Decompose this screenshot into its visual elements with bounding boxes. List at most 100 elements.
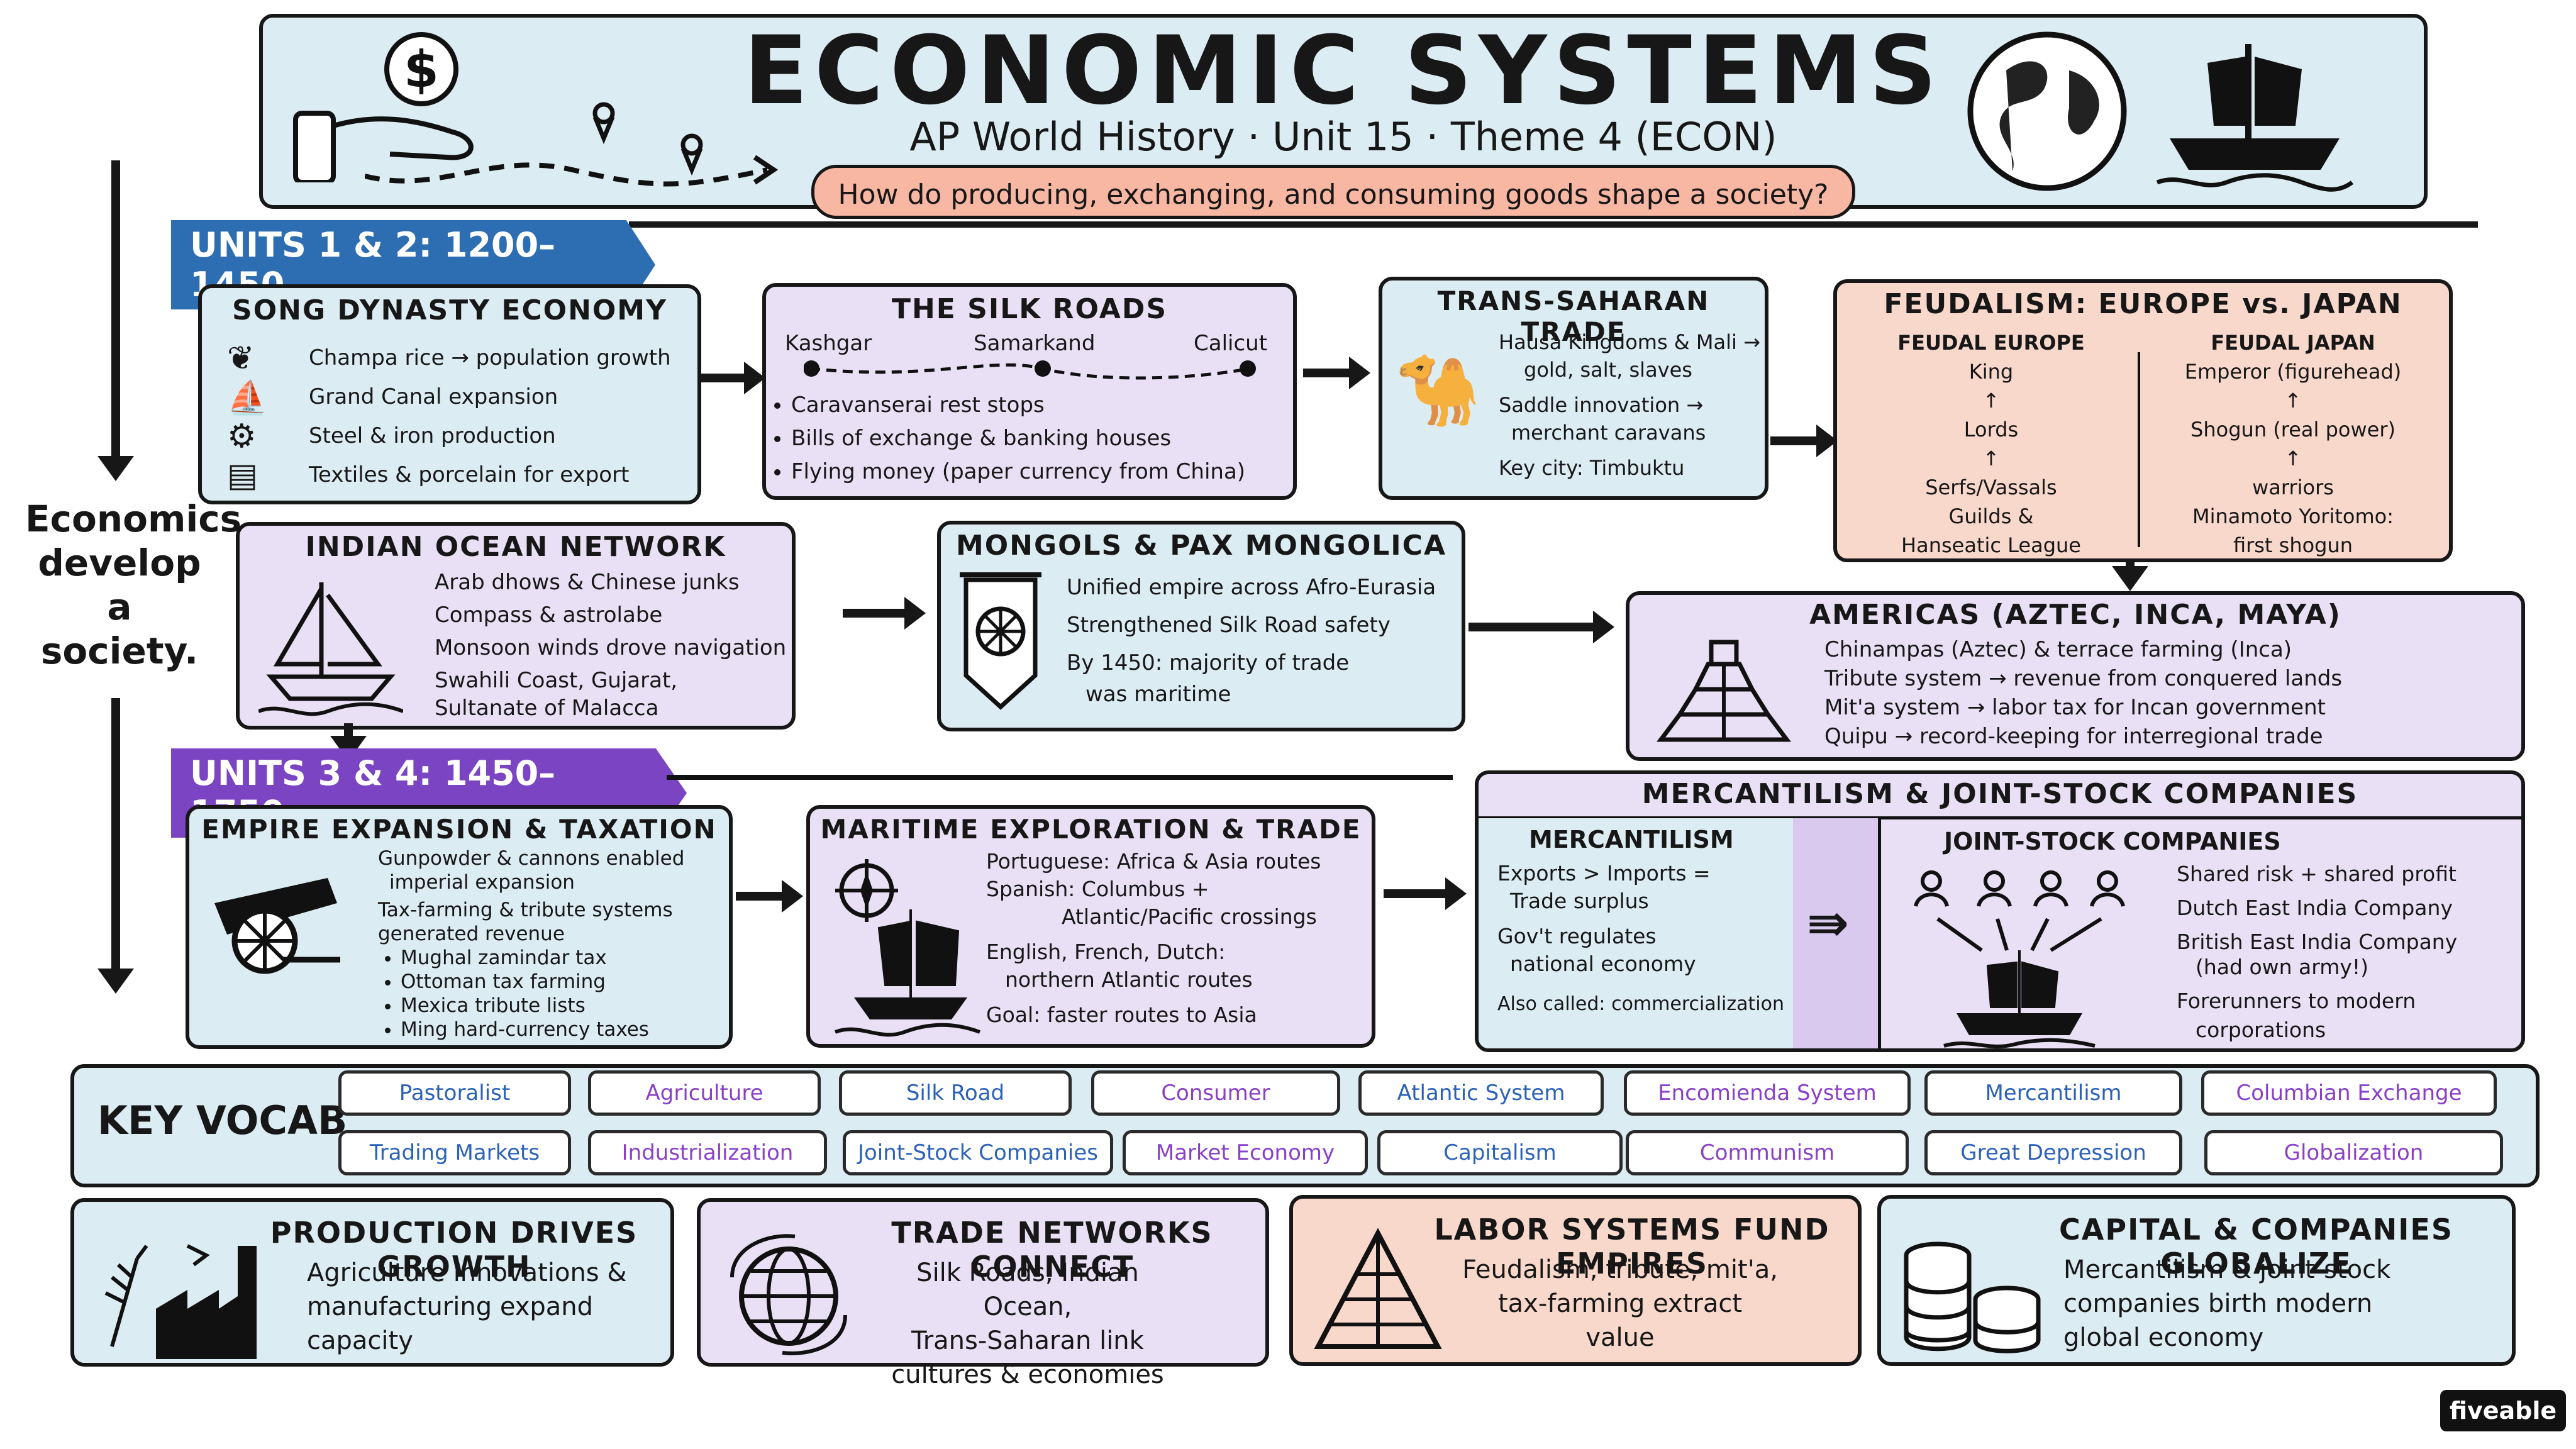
route-line [804,360,1256,380]
theme-line: Trans-Saharan link [911,1326,1144,1355]
vocab-term: Silk Road [839,1070,1072,1116]
svg-text:$: $ [404,40,439,99]
sailing-ship-icon [2156,44,2354,192]
vocab-term: Market Economy [1123,1130,1368,1175]
vocab-term: Communism [1626,1130,1909,1175]
hierarchy-level: Guilds & [1948,504,2034,528]
vocab-term: Columbian Exchange [2201,1070,2497,1116]
side-label-line: society. [40,630,199,672]
vocab-term: Encomienda System [1624,1070,1911,1116]
list-item: Swahili Coast, Gujarat, [435,668,678,693]
hierarchy-level: King [1968,360,2014,384]
camel-icon: 🐪 [1395,350,1481,430]
text-line: imperial expansion [389,871,575,894]
money-hand-icon: $ [293,32,474,182]
list-item: Mit'a system → labor tax for Incan gover… [1824,695,2326,720]
list-item: Mexica tribute lists [401,994,684,1018]
list-item: Saddle innovation → [1499,393,1704,417]
list-item: Strengthened Silk Road safety [1067,613,1391,638]
flow-arrow-down [330,723,367,761]
theme-line: tax-farming extract [1497,1289,1743,1318]
textile-roll-icon: ▤ [227,457,258,494]
list-item: Atlantic/Pacific crossings [1062,904,1317,929]
theme-line: value [1585,1323,1655,1352]
theme-title: CAPITAL & COMPANIES GLOBALIZE [2059,1213,2453,1280]
flow-arrow [1303,357,1370,389]
dhow-ship-icon [258,582,403,716]
theme-line: manufacturing expand [307,1292,594,1321]
up-arrow-icon: ↑ [1982,389,2000,413]
list-item: corporations [2196,1018,2326,1042]
list-item: Gov't regulates [1497,924,1657,948]
list-item: Flying money (paper currency from China) [791,455,1245,489]
vocab-term: Mercantilism [1924,1070,2182,1116]
theme-card: CAPITAL & COMPANIES GLOBALIZE Mercantili… [1877,1195,2516,1366]
labor-pyramid-icon [1314,1228,1442,1349]
side-label-line: develop [38,541,201,584]
route-map-icon [365,102,779,187]
theme-line: global economy [2063,1323,2264,1352]
card-title: MONGOLS & PAX MONGOLICA [955,530,1447,562]
silk-roads-card: THE SILK ROADS Kashgar Samarkand Calicut… [762,283,1297,500]
theme-line: Mercantilism & joint-stock [2063,1255,2391,1284]
flow-arrow [843,597,926,630]
list-item: (had own army!) [2196,955,2369,979]
card-title: SONG DYNASTY ECONOMY [232,294,667,326]
theme-line: Agriculture innovations & [307,1258,627,1287]
list-item: Chinampas (Aztec) & terrace farming (Inc… [1824,637,2292,662]
vocab-term: Atlantic System [1358,1070,1604,1116]
theme-title: LABOR SYSTEMS FUND EMPIRES [1434,1213,1830,1280]
hierarchy-level: warriors [2252,475,2334,499]
vocab-term: Globalization [2204,1130,2503,1175]
list-item: Dutch East India Company [2177,896,2453,920]
list-item: Tribute system → revenue from conquered … [1824,666,2343,691]
column-heading: MERCANTILISM [1529,826,1734,853]
theme-card: PRODUCTION DRIVES GROWTH Agriculture inn… [70,1198,674,1367]
hierarchy-level: Emperor (figurehead) [2184,360,2402,384]
canal-boat-icon: ⛵ [227,379,268,417]
mongols-card: MONGOLS & PAX MONGOLICA Unified empire a… [937,521,1465,731]
list-item: Grand Canal expansion [309,384,558,409]
up-arrow-icon: ↑ [2284,447,2302,470]
double-arrow-icon: ⇛ [1807,894,1850,952]
vocab-term: Industrialization [588,1130,827,1175]
list-item: Key city: Timbuktu [1499,456,1685,480]
list-item: Caravanserai rest stops [791,389,1245,422]
globe-network-icon [730,1234,847,1355]
flow-arrow [698,362,765,394]
card-title: EMPIRE EXPANSION & TAXATION [201,814,717,845]
merc-left-panel [1479,818,1796,1048]
key-vocab-label: KEY VOCAB [97,1097,348,1143]
list-item: Exports > Imports = [1497,861,1711,886]
flow-arrow [736,880,803,913]
up-arrow-icon: ↑ [1982,447,2000,470]
list-item: Monsoon winds drove navigation [435,635,787,660]
theme-card: LABOR SYSTEMS FUND EMPIRES Feudalism, tr… [1289,1195,1862,1366]
hierarchy-level: Serfs/Vassals [1925,475,2057,499]
list-item: Compass & astrolabe [435,602,663,628]
flow-arrow [1770,425,1838,457]
timeline-arrow-bottom [97,698,134,994]
coin-stacks-icon [1904,1241,2041,1353]
vocab-term: Agriculture [588,1070,821,1116]
list-item: Ming hard-currency taxes [401,1018,684,1041]
hierarchy-level: Shogun (real power) [2190,418,2396,441]
city-label: Calicut [1194,331,1268,356]
card-title: TRANS-SAHARAN TRADE [1437,286,1710,347]
gear-icon: ⚙ [227,418,257,455]
list-item: national economy [1510,952,1696,976]
vocab-term: Trading Markets [338,1130,571,1175]
list-item: By 1450: majority of trade [1067,650,1350,675]
list-item: Champa rice → population growth [309,345,671,370]
theme-title: PRODUCTION DRIVES GROWTH [270,1216,638,1284]
column-heading: FEUDAL EUROPE [1897,331,2085,355]
side-label-line: Economics [25,497,242,540]
list-item: Goal: faster routes to Asia [986,1002,1257,1027]
card-title: FEUDALISM: EUROPE vs. JAPAN [1884,288,2402,320]
card-title: MARITIME EXPLORATION & TRADE [820,814,1362,845]
theme-title: TRADE NETWORKS CONNECT [891,1216,1213,1284]
list-item: was maritime [1085,682,1231,707]
vocab-term: Great Depression [1924,1130,2182,1175]
card-title: INDIAN OCEAN NETWORK [305,531,726,563]
list-item: Hausa Kingdoms & Mali → [1499,330,1760,354]
